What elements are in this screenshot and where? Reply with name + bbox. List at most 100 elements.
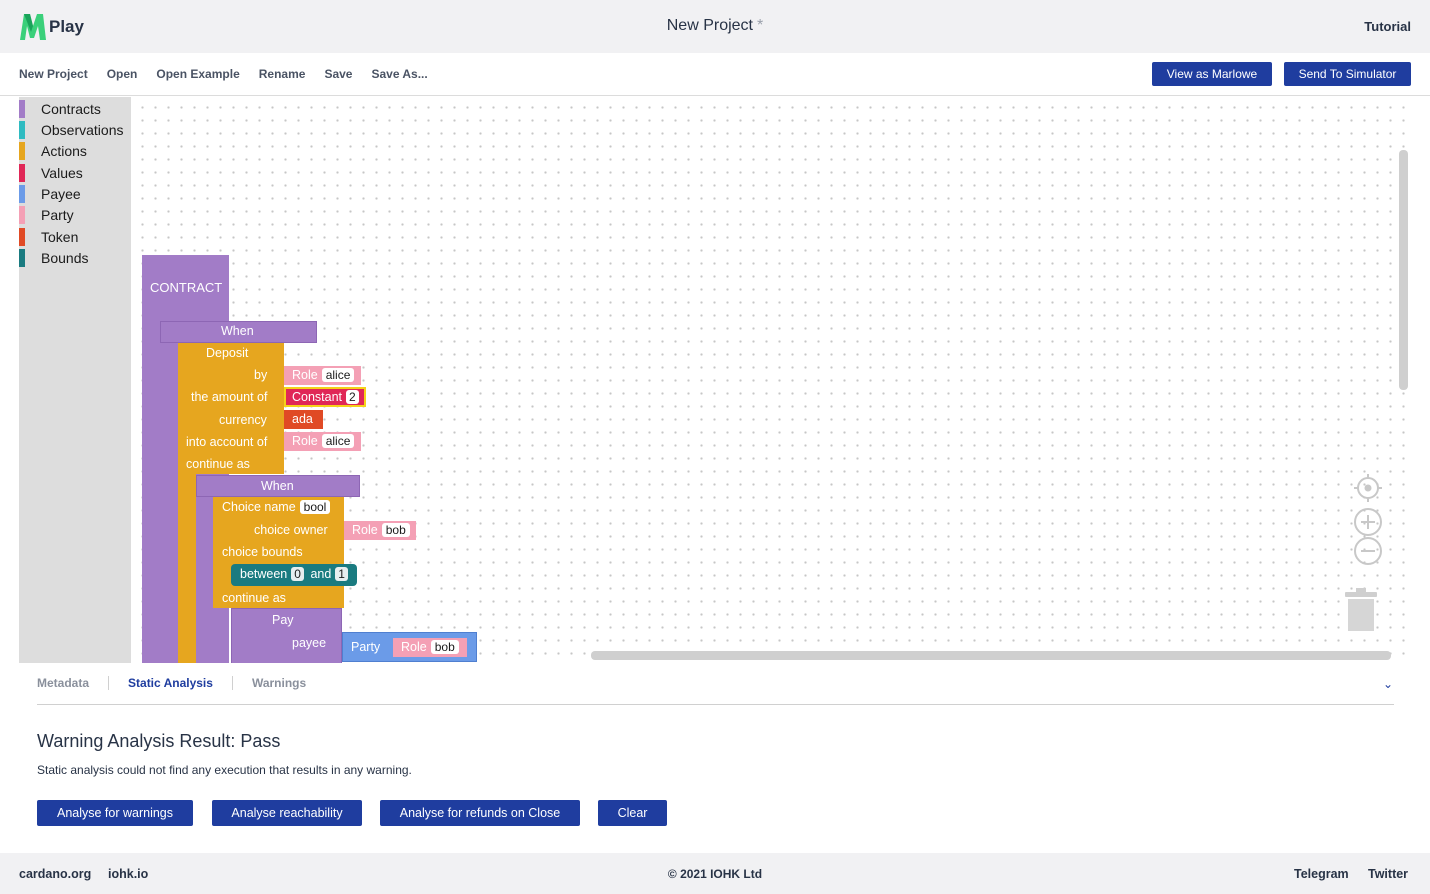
send-to-simulator-button[interactable]: Send To Simulator xyxy=(1284,62,1411,86)
toolbox-category-values[interactable]: Values xyxy=(19,164,83,182)
between-label: between xyxy=(240,567,288,581)
role-label: Role xyxy=(292,434,318,448)
collapse-panel-chevron-icon[interactable]: ⌄ xyxy=(1383,677,1394,691)
role-name-field[interactable]: alice xyxy=(321,368,355,382)
footer-link-telegram[interactable]: Telegram xyxy=(1294,867,1349,881)
deposit-continue-label: continue as xyxy=(186,457,250,471)
tab-static-analysis[interactable]: Static Analysis xyxy=(128,676,213,690)
category-swatch xyxy=(19,142,25,160)
role-name-field[interactable]: bob xyxy=(381,523,410,537)
analyse-refunds-button[interactable]: Analyse for refunds on Close xyxy=(380,800,580,826)
payee-label: payee xyxy=(292,636,327,650)
menu-bar: New Project Open Open Example Rename Sav… xyxy=(0,53,1430,96)
role-name-field[interactable]: bob xyxy=(430,640,459,654)
deposit-into-account-label: into account of xyxy=(186,435,268,449)
category-swatch xyxy=(19,164,25,182)
bound-high-field[interactable]: 1 xyxy=(335,567,348,581)
toolbox-category-observations[interactable]: Observations xyxy=(19,121,123,139)
deposit-block[interactable] xyxy=(178,343,284,474)
tutorial-link[interactable]: Tutorial xyxy=(1364,19,1411,34)
when-block[interactable] xyxy=(160,321,317,343)
pay-block[interactable] xyxy=(231,608,342,663)
workspace-vertical-scrollbar[interactable] xyxy=(1399,150,1408,390)
footer-copyright: © 2021 IOHK Ltd xyxy=(667,867,763,881)
deposit-label: Deposit xyxy=(206,346,249,360)
constant-label: Constant xyxy=(292,390,343,404)
rename-button[interactable]: Rename xyxy=(258,67,306,81)
footer-link-cardano[interactable]: cardano.org xyxy=(19,867,92,881)
choice-name-field[interactable]: bool xyxy=(299,500,331,514)
when-block[interactable] xyxy=(196,475,360,497)
new-project-button[interactable]: New Project xyxy=(19,67,88,81)
analysis-panel: Metadata Static Analysis Warnings ⌄ Warn… xyxy=(19,663,1412,853)
constant-value-field[interactable]: 2 xyxy=(346,390,359,404)
analyse-reachability-button[interactable]: Analyse reachability xyxy=(212,800,362,826)
category-label: Actions xyxy=(41,143,87,159)
category-label: Party xyxy=(41,207,74,223)
category-label: Values xyxy=(41,165,83,181)
tab-metadata[interactable]: Metadata xyxy=(37,676,90,690)
open-example-button[interactable]: Open Example xyxy=(156,67,240,81)
choice-block[interactable] xyxy=(213,497,344,608)
zoom-out-icon[interactable] xyxy=(1353,536,1383,566)
when-block-spine xyxy=(196,497,213,663)
category-swatch xyxy=(19,185,25,203)
workspace-horizontal-scrollbar[interactable] xyxy=(591,651,1391,660)
category-swatch xyxy=(19,249,25,267)
category-label: Payee xyxy=(41,186,81,202)
trash-icon[interactable] xyxy=(1343,585,1379,633)
role-name-field[interactable]: alice xyxy=(321,434,355,448)
toolbox-category-token[interactable]: Token xyxy=(19,228,78,246)
category-swatch xyxy=(19,206,25,224)
panel-divider xyxy=(37,704,1394,705)
ada-label: ada xyxy=(292,412,313,426)
toolbox-category-contracts[interactable]: Contracts xyxy=(19,100,101,118)
project-name: New Project xyxy=(666,17,753,34)
party-label: Party xyxy=(351,640,381,654)
marlowe-logo-icon xyxy=(20,14,46,40)
recenter-icon[interactable] xyxy=(1353,473,1383,503)
view-as-marlowe-button[interactable]: View as Marlowe xyxy=(1152,62,1272,86)
clear-button[interactable]: Clear xyxy=(598,800,667,826)
choice-bounds-label: choice bounds xyxy=(222,545,303,559)
deposit-amount-label: the amount of xyxy=(191,390,268,404)
panel-tabs: Metadata Static Analysis Warnings xyxy=(37,676,306,690)
blockly-workspace[interactable]: CONTRACT When Deposit by the amount of c… xyxy=(131,97,1412,663)
toolbox-category-bounds[interactable]: Bounds xyxy=(19,249,88,267)
bound-low-field[interactable]: 0 xyxy=(291,567,304,581)
ada-token-block[interactable]: ada xyxy=(284,410,323,429)
tab-warnings[interactable]: Warnings xyxy=(251,676,307,690)
unsaved-indicator: * xyxy=(757,17,764,34)
choice-owner-label: choice owner xyxy=(254,523,328,537)
analysis-result-text: Static analysis could not find any execu… xyxy=(37,763,412,777)
zoom-in-icon[interactable] xyxy=(1353,507,1383,537)
open-button[interactable]: Open xyxy=(106,67,138,81)
role-label: Role xyxy=(352,523,378,537)
contract-label: CONTRACT xyxy=(150,280,223,295)
deposit-continue-spine xyxy=(178,474,196,663)
tab-divider xyxy=(108,676,110,690)
toolbox-category-party[interactable]: Party xyxy=(19,206,74,224)
blockly-toolbox: Contracts Observations Actions Values Pa… xyxy=(19,97,131,663)
footer-link-iohk[interactable]: iohk.io xyxy=(108,867,149,881)
toolbox-category-actions[interactable]: Actions xyxy=(19,142,87,160)
and-label: and xyxy=(310,567,332,581)
save-button[interactable]: Save xyxy=(324,67,353,81)
when-label: When xyxy=(261,479,294,493)
save-as-button[interactable]: Save As... xyxy=(371,67,428,81)
role-label: Role xyxy=(401,640,427,654)
analyse-warnings-button[interactable]: Analyse for warnings xyxy=(37,800,193,826)
analysis-result-title: Warning Analysis Result: Pass xyxy=(37,731,281,751)
footer-link-twitter[interactable]: Twitter xyxy=(1368,867,1409,881)
file-menu: New Project Open Open Example Rename Sav… xyxy=(19,67,428,81)
top-bar: Play New Project* Tutorial xyxy=(0,0,1430,53)
toolbox-category-payee[interactable]: Payee xyxy=(19,185,81,203)
marlowe-play-logo[interactable]: Play xyxy=(18,10,84,42)
